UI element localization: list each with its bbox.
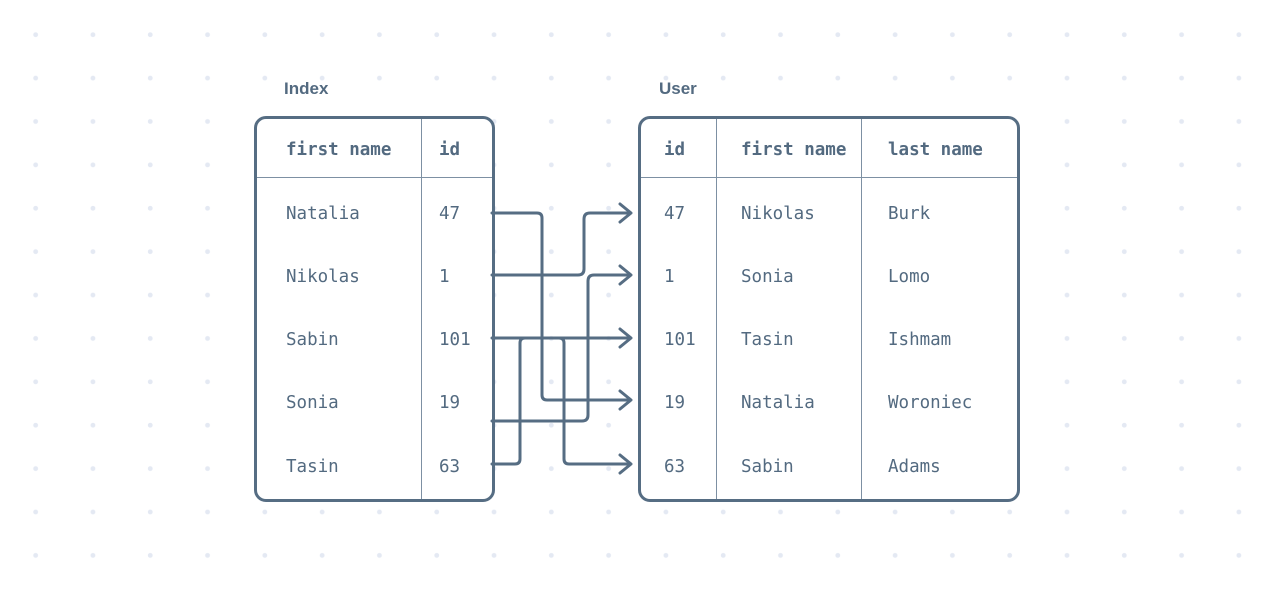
- arrowhead-icon: [618, 453, 633, 475]
- connector-arrow: [490, 273, 632, 423]
- user-cell-id: 63: [664, 457, 686, 477]
- user-cell-id: 47: [664, 204, 686, 224]
- user-header-last-name: last name: [888, 140, 983, 160]
- connector-arrow: [490, 211, 632, 277]
- user-cell-first-name: Sabin: [741, 457, 794, 477]
- index-cell-name: Tasin: [286, 457, 339, 477]
- connector-arrow: [490, 336, 632, 466]
- column-divider: [421, 119, 422, 499]
- user-cell-last-name: Adams: [888, 457, 941, 477]
- user-cell-first-name: Tasin: [741, 330, 794, 350]
- index-cell-id: 19: [439, 393, 461, 413]
- user-cell-last-name: Burk: [888, 204, 931, 224]
- user-cell-id: 19: [664, 393, 686, 413]
- user-cell-first-name: Nikolas: [741, 204, 815, 224]
- index-cell-name: Sabin: [286, 330, 339, 350]
- user-header-first-name: first name: [741, 140, 847, 160]
- header-divider: [641, 177, 1017, 178]
- index-header-first-name: first name: [286, 140, 392, 160]
- user-cell-last-name: Woroniec: [888, 393, 973, 413]
- user-header-id: id: [664, 140, 686, 160]
- user-cell-first-name: Sonia: [741, 267, 794, 287]
- index-cell-name: Sonia: [286, 393, 339, 413]
- header-divider: [257, 177, 492, 178]
- index-cell-id: 63: [439, 457, 461, 477]
- arrowhead-icon: [618, 264, 633, 286]
- user-cell-last-name: Ishmam: [888, 330, 952, 350]
- index-header-id: id: [439, 140, 461, 160]
- index-table: first name id Natalia 47 Nikolas 1 Sabin…: [254, 116, 495, 502]
- index-table-title: Index: [284, 79, 329, 98]
- column-divider: [716, 119, 717, 499]
- user-table-title: User: [659, 79, 697, 98]
- index-cell-name: Nikolas: [286, 267, 360, 287]
- index-cell-id: 47: [439, 204, 461, 224]
- index-cell-name: Natalia: [286, 204, 360, 224]
- user-cell-last-name: Lomo: [888, 267, 931, 287]
- connector-arrow: [490, 211, 632, 402]
- arrowhead-icon: [618, 202, 633, 224]
- arrowhead-icon: [618, 389, 633, 411]
- column-divider: [861, 119, 862, 499]
- arrowhead-icon: [618, 327, 633, 349]
- user-cell-id: 1: [664, 267, 675, 287]
- index-cell-id: 1: [439, 267, 450, 287]
- user-table: id first name last name 47 Nikolas Burk …: [638, 116, 1020, 502]
- index-cell-id: 101: [439, 330, 471, 350]
- user-cell-first-name: Natalia: [741, 393, 815, 413]
- user-cell-id: 101: [664, 330, 696, 350]
